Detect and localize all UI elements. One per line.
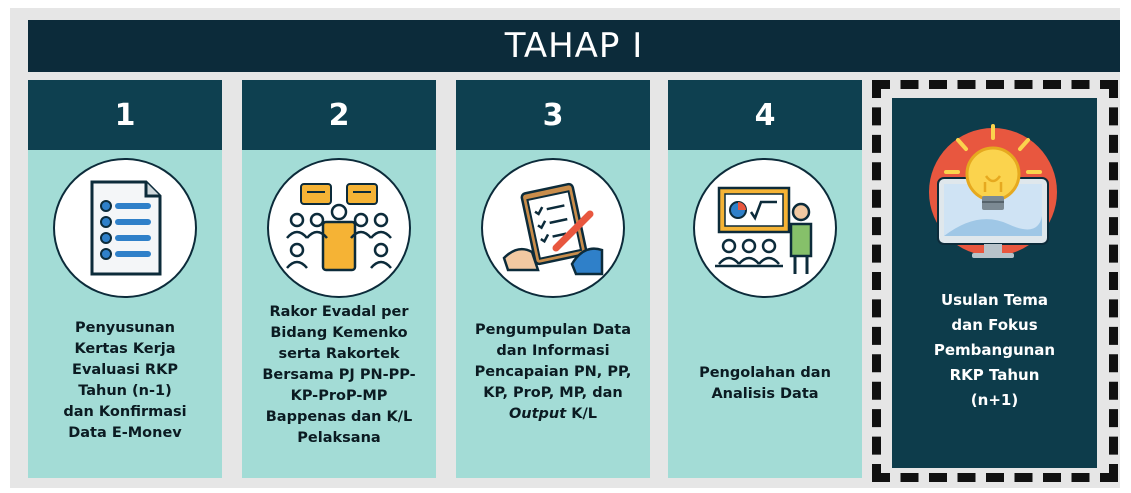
step-4-icon-circle bbox=[693, 158, 837, 298]
step-2-description: Rakor Evadal per Bidang Kemenko serta Ra… bbox=[248, 302, 430, 449]
result-line: dan Fokus bbox=[951, 316, 1038, 334]
step-2-header: 2 bbox=[242, 80, 436, 150]
step-2-line: serta Rakortek bbox=[278, 346, 400, 362]
step-3-line-last: Output K/L bbox=[462, 404, 644, 425]
step-3-line: Pencapaian PN, PP, bbox=[474, 364, 632, 380]
step-3-line: Pengumpulan Data bbox=[475, 322, 631, 338]
step-2-icon-circle bbox=[267, 158, 411, 298]
step-3-card: 3 Pengumpulan Data dan Informasi Pencapa… bbox=[456, 80, 650, 478]
step-4-line: Pengolahan dan bbox=[699, 365, 831, 381]
step-1-line: Tahun (n-1) bbox=[78, 383, 172, 399]
step-1-line: dan Konfirmasi bbox=[63, 404, 187, 420]
step-1-line: Data E-Monev bbox=[68, 425, 182, 441]
step-3-line: KP, ProP, MP, dan bbox=[483, 385, 623, 401]
presentation-board-icon bbox=[715, 186, 813, 274]
step-4-number: 4 bbox=[754, 97, 776, 133]
step-1-line: Penyusunan bbox=[75, 320, 175, 336]
step-2-line: Bidang Kemenko bbox=[270, 325, 408, 341]
step-4-header: 4 bbox=[668, 80, 862, 150]
step-4-line: Analisis Data bbox=[711, 386, 819, 402]
step-2-line: Bersama PJ PN-PP- bbox=[262, 367, 416, 383]
step-3-header: 3 bbox=[456, 80, 650, 150]
step-3-line-rest: K/L bbox=[566, 406, 598, 422]
result-line: Pembangunan bbox=[933, 341, 1056, 359]
result-description: Usulan Tema dan Fokus Pembangunan RKP Ta… bbox=[892, 288, 1097, 413]
step-3-icon-circle bbox=[481, 158, 625, 298]
document-list-icon bbox=[90, 180, 162, 276]
step-1-line: Evaluasi RKP bbox=[72, 362, 178, 378]
step-1-description: Penyusunan Kertas Kerja Evaluasi RKP Tah… bbox=[34, 318, 216, 444]
step-3-line: dan Informasi bbox=[496, 343, 610, 359]
step-2-card: 2 Rakor Evadal per Bidang Kemenko serta … bbox=[242, 80, 436, 478]
result-line: Usulan Tema bbox=[940, 291, 1049, 309]
step-1-number: 1 bbox=[114, 97, 136, 133]
step-4-card: 4 Pengolahan dan Analisis Data bbox=[668, 80, 862, 478]
step-2-line: Bappenas dan K/L bbox=[265, 409, 413, 425]
result-line: RKP Tahun bbox=[949, 366, 1040, 384]
clipboard-checklist-icon bbox=[502, 182, 604, 276]
result-dashed-border bbox=[872, 80, 1118, 482]
result-line: (n+1) bbox=[970, 391, 1019, 409]
step-2-line: KP-ProP-MP bbox=[290, 388, 388, 404]
stage-title-bar: TAHAP I bbox=[28, 20, 1120, 72]
step-1-card: 1 Penyusunan Kertas Kerja Evaluasi RKP T… bbox=[28, 80, 222, 478]
meeting-people-icon bbox=[286, 183, 392, 272]
step-2-line: Rakor Evadal per bbox=[269, 304, 409, 320]
step-1-line: Kertas Kerja bbox=[74, 341, 176, 357]
step-1-header: 1 bbox=[28, 80, 222, 150]
stage-title: TAHAP I bbox=[504, 26, 644, 66]
step-2-number: 2 bbox=[328, 97, 350, 133]
step-4-description: Pengolahan dan Analisis Data bbox=[674, 363, 856, 405]
step-3-description: Pengumpulan Data dan Informasi Pencapaia… bbox=[462, 320, 644, 425]
step-1-icon-circle bbox=[53, 158, 197, 298]
result-card: Usulan Tema dan Fokus Pembangunan RKP Ta… bbox=[892, 98, 1097, 468]
result-icon-holder bbox=[918, 120, 1068, 270]
step-3-number: 3 bbox=[542, 97, 564, 133]
step-2-line: Pelaksana bbox=[297, 430, 381, 446]
step-3-italic-word: Output bbox=[508, 406, 567, 422]
lightbulb-monitor-icon bbox=[929, 124, 1057, 258]
